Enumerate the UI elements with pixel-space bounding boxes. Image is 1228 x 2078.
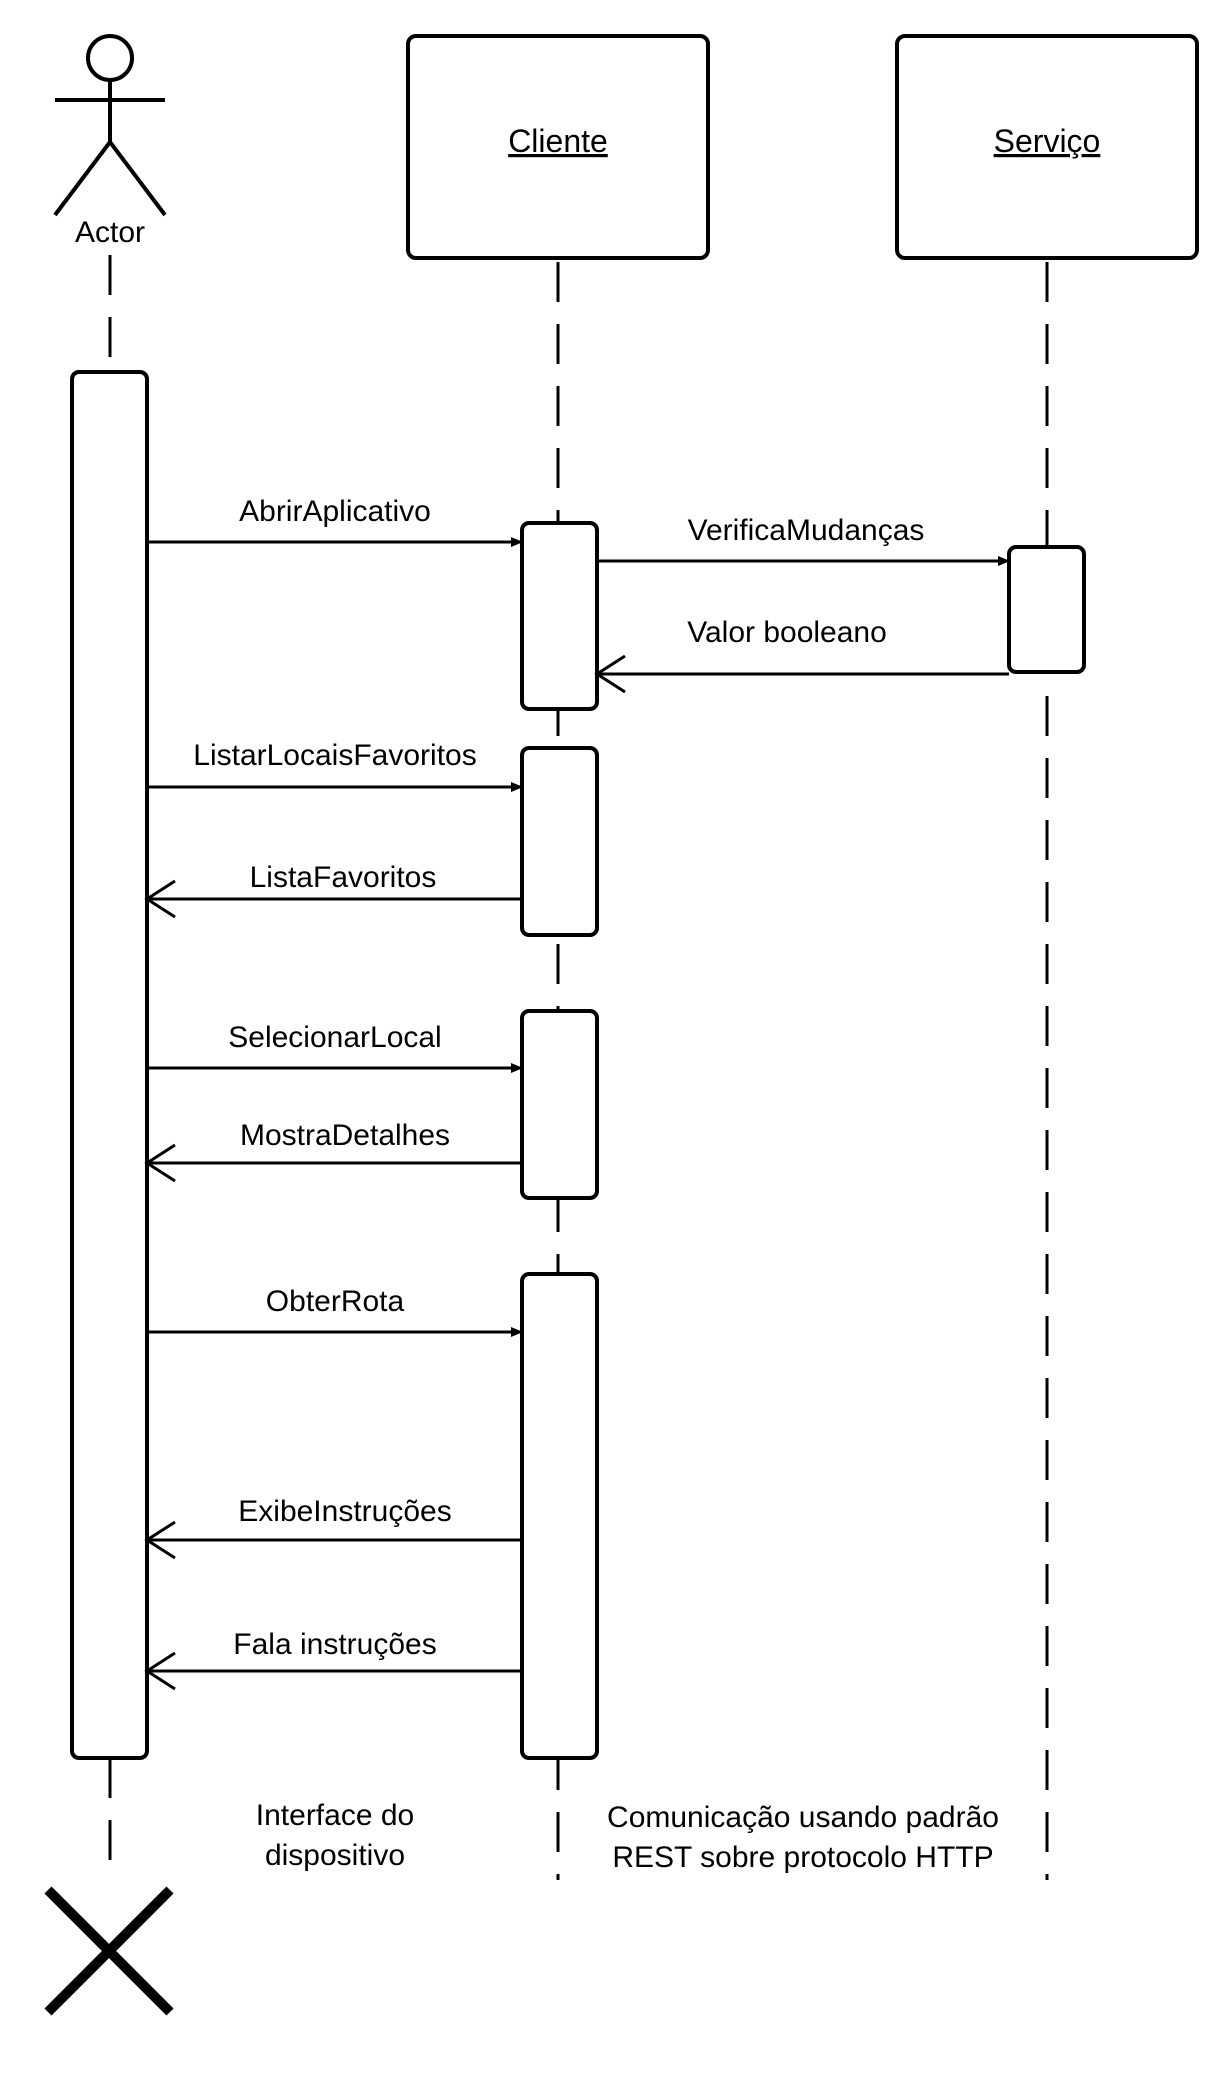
message-exibe: ExibeInstruções (144, 1495, 522, 1560)
message-selecionar: SelecionarLocal (147, 1021, 523, 1073)
servico-label: Serviço (994, 123, 1101, 159)
message-fala-label: Fala instruções (233, 1628, 436, 1661)
message-abrir: AbrirAplicativo (147, 495, 523, 547)
message-fala-arrowhead (144, 1651, 176, 1691)
actor-label: Actor (75, 216, 145, 249)
note-interface-line2: dispositivo (265, 1839, 405, 1872)
servico-activation (1007, 545, 1086, 674)
message-listar-label: ListarLocaisFavoritos (193, 739, 476, 772)
servico-box (895, 34, 1199, 260)
message-mostra-label: MostraDetalhes (240, 1119, 450, 1152)
message-exibe-label: ExibeInstruções (238, 1495, 451, 1528)
note-interface-line1: Interface do (256, 1799, 414, 1832)
cliente-activation-2 (520, 746, 599, 937)
cliente-activation-1 (520, 521, 599, 711)
actor-activation (70, 370, 149, 1760)
cliente-activation-4 (520, 1272, 599, 1760)
message-lista: ListaFavoritos (144, 861, 522, 919)
message-valor-label: Valor booleano (687, 616, 887, 649)
message-obter: ObterRota (147, 1285, 523, 1337)
actor-head (86, 34, 134, 82)
actor-figure (53, 34, 167, 217)
message-abrir-label: AbrirAplicativo (239, 495, 431, 528)
note-comunicacao-line2: REST sobre protocolo HTTP (612, 1841, 993, 1874)
message-listar: ListarLocaisFavoritos (147, 739, 523, 792)
cliente-activation-3 (520, 1009, 599, 1200)
message-valor: Valor booleano (594, 616, 1009, 694)
message-fala: Fala instruções (144, 1628, 522, 1691)
message-selecionar-label: SelecionarLocal (228, 1021, 441, 1054)
message-valor-arrowhead (594, 654, 626, 694)
message-verifica: VerificaMudanças (597, 514, 1010, 566)
message-lista-arrowhead (144, 879, 176, 919)
cliente-label: Cliente (508, 123, 608, 159)
actor-left-leg (53, 140, 112, 217)
message-lista-label: ListaFavoritos (250, 861, 437, 894)
message-mostra-arrowhead (144, 1143, 176, 1183)
message-mostra: MostraDetalhes (144, 1119, 522, 1183)
message-obter-label: ObterRota (266, 1285, 405, 1318)
actor-right-leg (108, 140, 167, 217)
message-exibe-arrowhead (144, 1520, 176, 1560)
destroy-x-stroke-2 (44, 1886, 174, 2016)
note-comunicacao-line1: Comunicação usando padrão (607, 1801, 999, 1834)
cliente-box (406, 34, 710, 260)
message-verifica-label: VerificaMudanças (688, 514, 925, 547)
actor-destroy-x (44, 1886, 174, 2016)
